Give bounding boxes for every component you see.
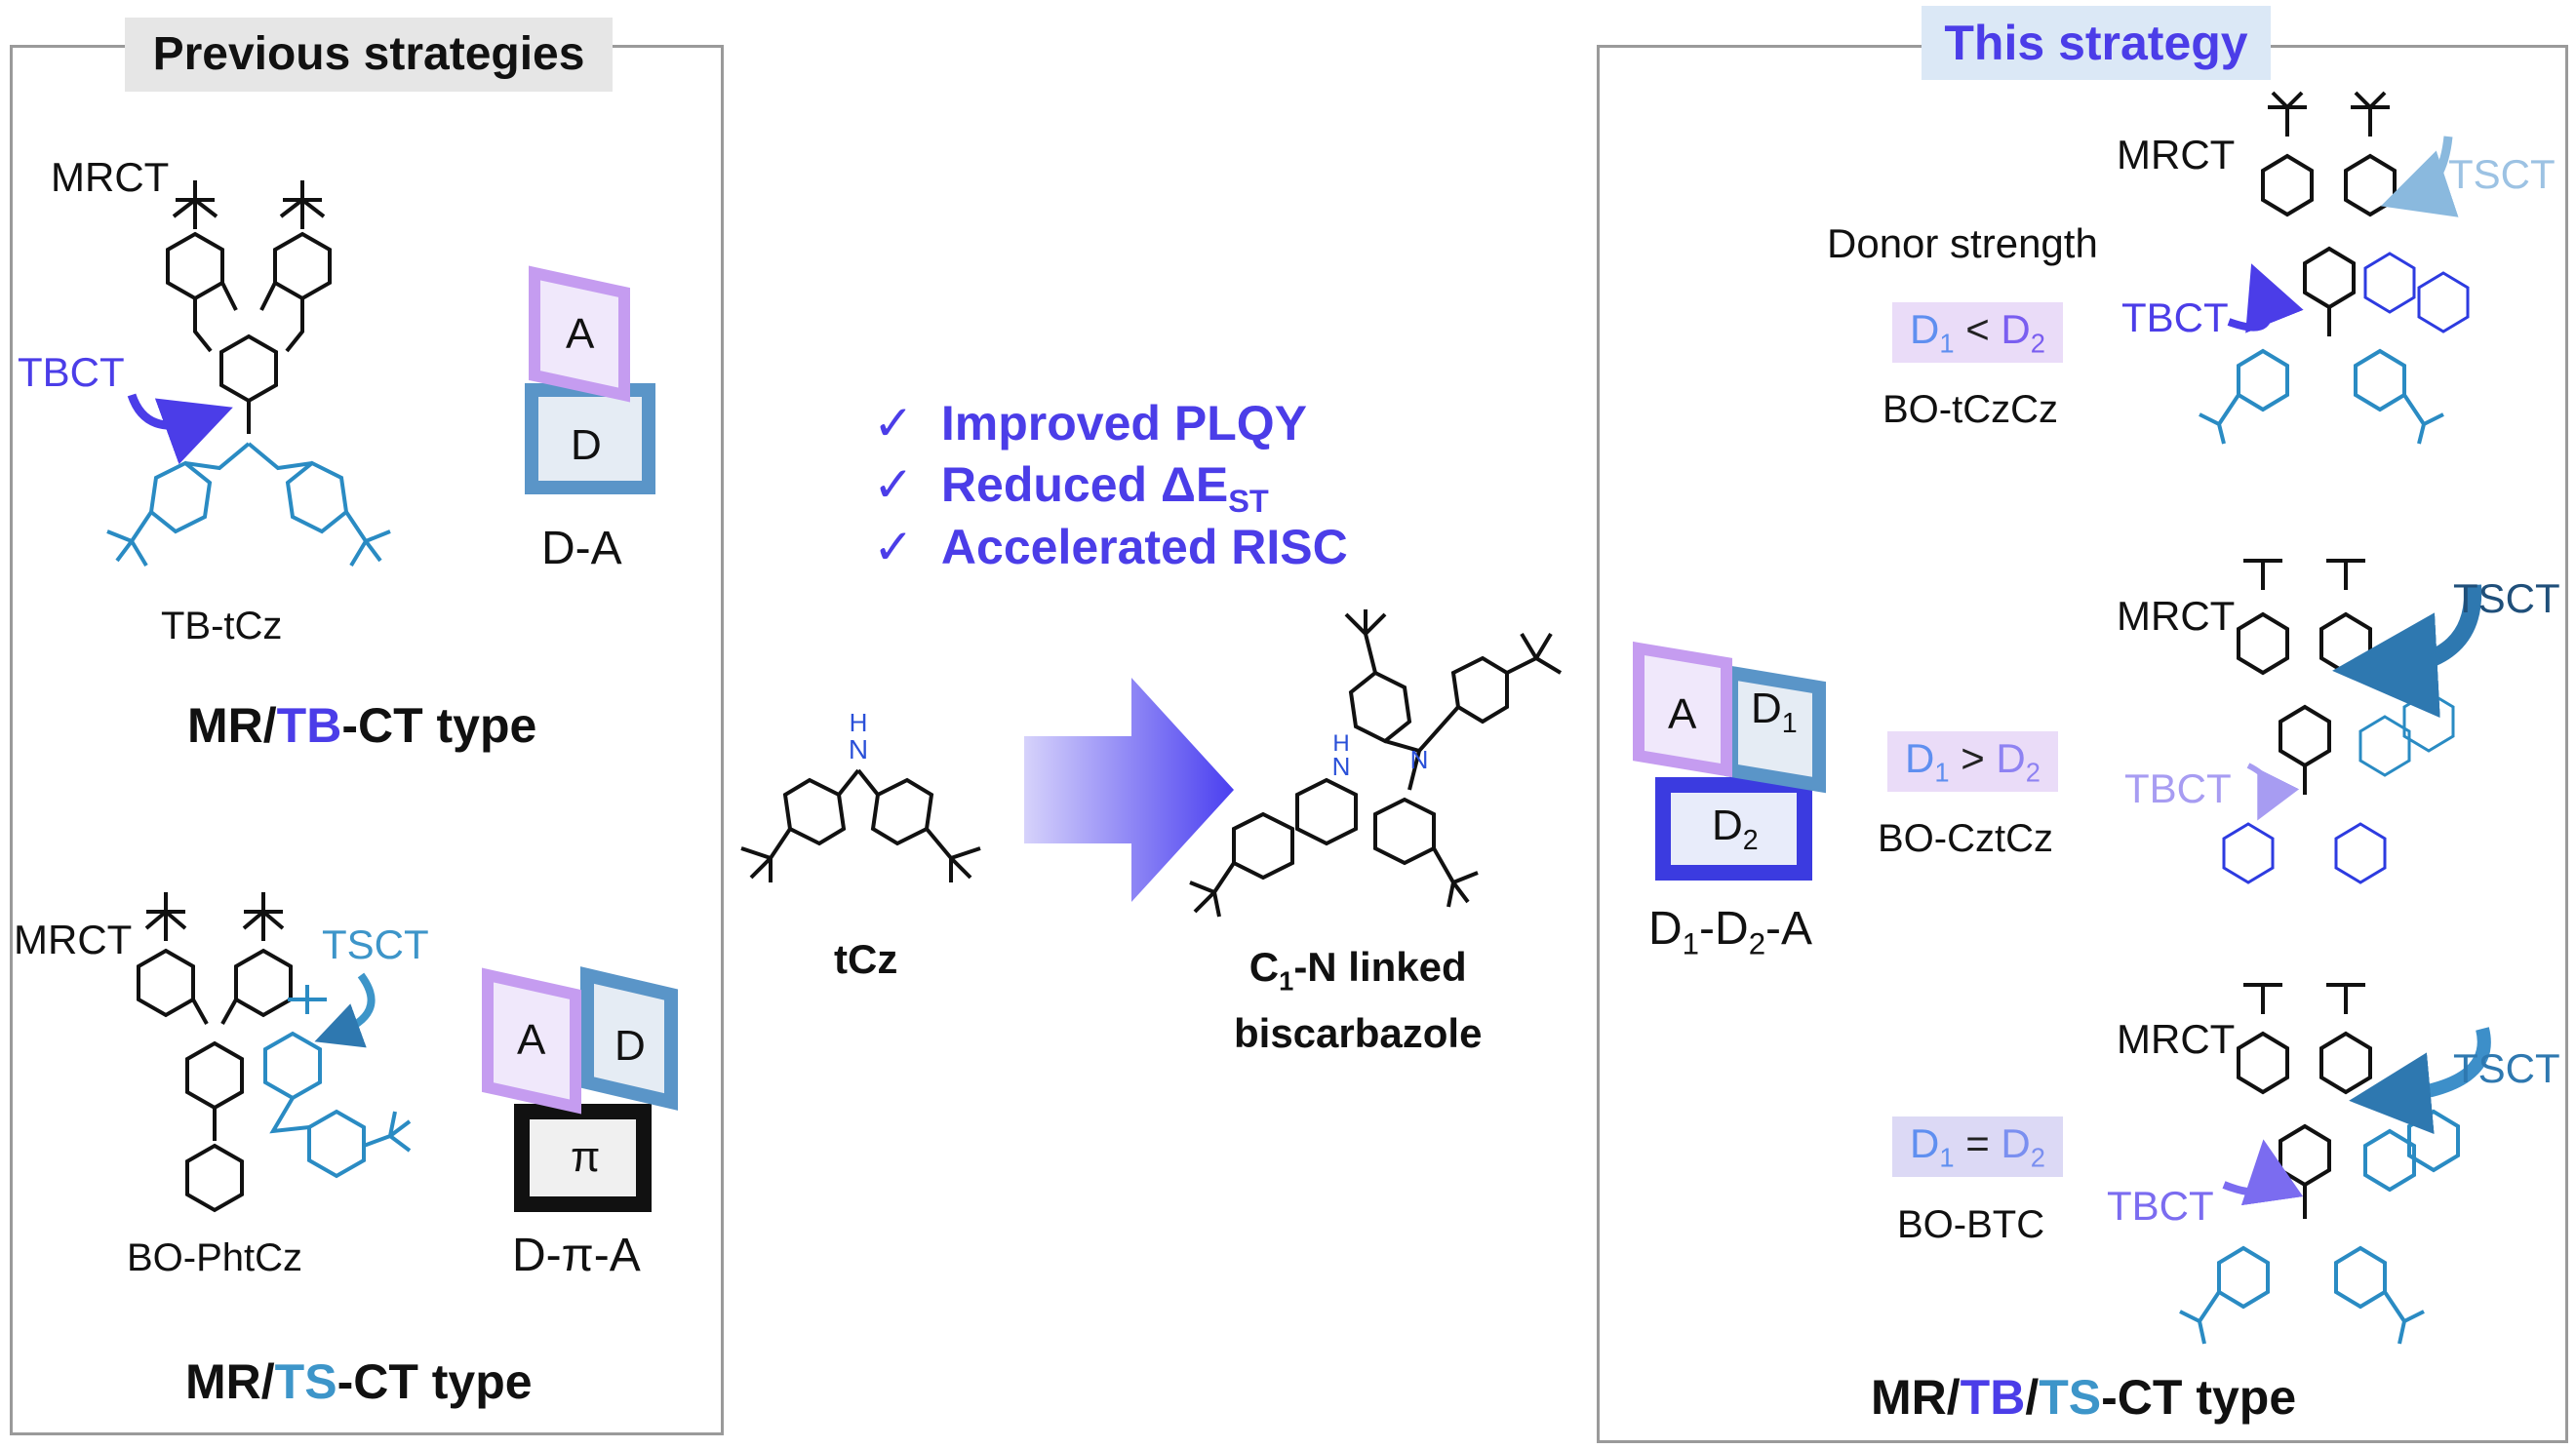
check-icon: ✓: [873, 396, 914, 450]
tbct-arrow-r3: [2222, 1139, 2304, 1206]
r2-tbct: TBCT: [2124, 765, 2232, 811]
da-box-a: A: [566, 310, 595, 358]
benefit-2: ✓Reduced ΔEST: [873, 457, 1269, 519]
bo-tczcz-blue-carbazole: [2363, 252, 2470, 333]
previous-strategies-title: Previous strategies: [125, 18, 613, 92]
r1-tsct: TSCT: [2448, 151, 2556, 197]
bo-phtcz-mrct-label: MRCT: [14, 917, 133, 962]
bo-cztcz-structure: [2237, 559, 2372, 795]
bo-phtcz-molecule-label: BO-PhtCz: [127, 1236, 303, 1279]
bo-phtcz-tsct-label: TSCT: [322, 921, 429, 967]
da-box-d: D: [571, 421, 602, 469]
r2-mrct: MRCT: [2117, 593, 2236, 639]
bo-btc-structure: [2237, 983, 2372, 1219]
r1-mrct: MRCT: [2117, 132, 2236, 177]
nh-label-2: N: [1332, 752, 1351, 781]
dpia-box-pi: π: [571, 1133, 601, 1181]
benefit-3: ✓Accelerated RISC: [873, 520, 1348, 574]
relation-badge-3: D1 = D2: [1892, 1116, 2063, 1178]
r1-tbct: TBCT: [2121, 294, 2229, 340]
this-strategy-title: This strategy: [1922, 6, 2271, 80]
tcz-label: tCz: [834, 936, 898, 982]
tb-ct-type-title: MR/TB-CT type: [187, 698, 537, 753]
biscarbazole-structure: [1189, 609, 1563, 918]
benefit-1: ✓Improved PLQY: [873, 396, 1307, 450]
tb-tcz-mrct-label: MRCT: [51, 154, 170, 200]
bo-cztcz-donor: [2358, 690, 2455, 777]
da-model: [525, 265, 655, 494]
check-icon: ✓: [873, 520, 914, 574]
bo-phtcz-structure: [137, 892, 293, 1213]
bo-tczcz-donors: [2199, 348, 2444, 445]
ts-ct-type-title: MR/TS-CT type: [185, 1354, 533, 1409]
tsct-arrow-r2: [2332, 584, 2482, 719]
tsct-arrow-r3: [2349, 1027, 2491, 1135]
dpia-model: [482, 966, 678, 1212]
nh-label-1: N: [849, 734, 868, 764]
dpia-box-d: D: [614, 1022, 646, 1070]
product-label: C1-N linked biscarbazole: [1234, 944, 1483, 1057]
d1d2a-box-d2: D2: [1712, 802, 1759, 856]
d1d2a-box-d1: D1: [1751, 685, 1798, 739]
reaction-arrow: [1024, 678, 1234, 902]
bo-tczcz-structure: [2261, 91, 2397, 336]
dpia-box-a: A: [517, 1016, 546, 1064]
bo-btc-label: BO-BTC: [1897, 1203, 2045, 1246]
h-label-2: H: [1332, 730, 1349, 757]
donor-strength-label: Donor strength: [1827, 220, 2098, 266]
tbct-arrow-1: [127, 393, 233, 465]
d1d2a-model: [1633, 641, 1826, 881]
tsct-arrow-1: [314, 972, 376, 1048]
r3-tbct: TBCT: [2107, 1183, 2214, 1229]
r2-tsct: TSCT: [2453, 575, 2560, 621]
check-icon: ✓: [873, 457, 914, 512]
bo-phtcz-carbazole: [263, 985, 412, 1179]
tb-tcz-structure: [166, 180, 332, 434]
tb-tcz-molecule-label: TB-tCz: [161, 605, 283, 647]
relation-badge-1: D1 < D2: [1892, 302, 2063, 364]
h-label-1: H: [850, 708, 868, 737]
tb-tcz-carbazole: [106, 442, 391, 568]
tsct-arrow-r1: [2380, 136, 2459, 217]
tb-tcz-tbct-label: TBCT: [18, 349, 125, 395]
bo-btc-donors: [2179, 1109, 2460, 1345]
n-label-3: N: [1410, 745, 1429, 774]
tb-ts-ct-type-title: MR/TB/TS-CT type: [1871, 1370, 2297, 1425]
bo-tczcz-label: BO-tCzCz: [1882, 388, 2058, 431]
r3-mrct: MRCT: [2117, 1016, 2236, 1062]
r3-tsct: TSCT: [2453, 1045, 2560, 1091]
d1d2a-model-label: D1-D2-A: [1648, 903, 1813, 961]
tcz-structure: [740, 768, 981, 882]
tbct-arrow-r1: [2227, 263, 2304, 333]
dpia-model-label: D-π-A: [512, 1230, 641, 1281]
d1d2a-box-a: A: [1668, 690, 1697, 738]
bo-cztcz-blue-carbazole: [2222, 822, 2387, 884]
da-model-label: D-A: [541, 523, 622, 574]
bo-cztcz-label: BO-CztCz: [1878, 817, 2053, 860]
relation-badge-2: D1 > D2: [1887, 731, 2058, 793]
tbct-arrow-r2: [2246, 763, 2300, 821]
